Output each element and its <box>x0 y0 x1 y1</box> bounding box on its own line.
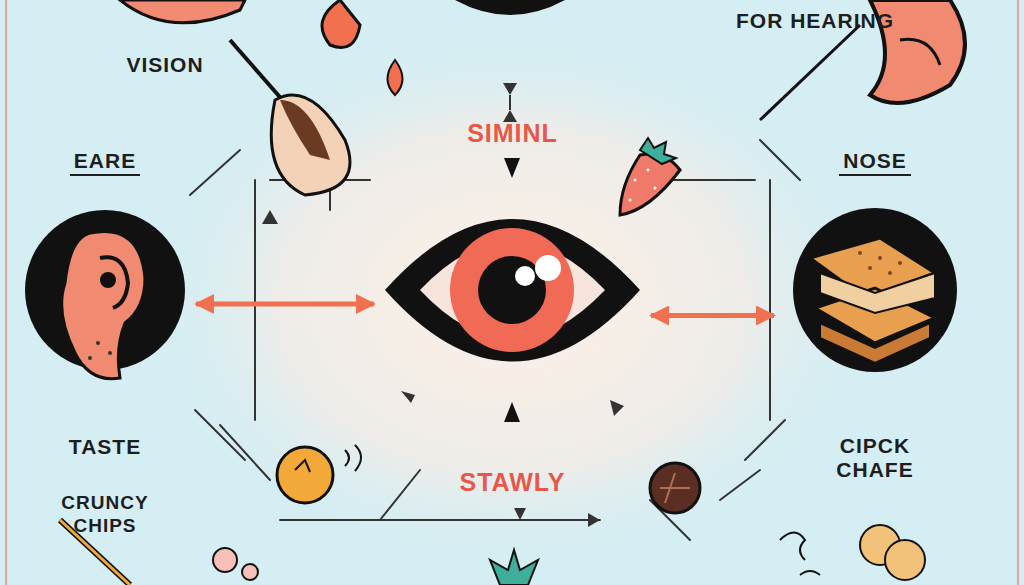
double-arrow <box>196 302 374 307</box>
node-caption: STAWLY <box>455 467 569 498</box>
node-heading: EARE <box>70 148 140 176</box>
node-shape <box>20 148 190 460</box>
label: CRUNCY CHIPS <box>30 492 180 538</box>
node-caption: TASTE <box>65 434 145 460</box>
node-shape <box>380 118 645 498</box>
label: VISION <box>95 52 235 77</box>
node-heading: NOSE <box>839 148 911 176</box>
nose-node: NOSE CIPCK CHAFE <box>780 148 970 483</box>
label: FOR HEARING <box>730 8 900 33</box>
node-heading: SIMINL <box>463 118 562 149</box>
node-shape <box>780 148 970 483</box>
node-caption: CIPCK CHAFE <box>816 433 934 483</box>
double-arrow <box>651 313 774 318</box>
ear-node: EARE TASTE <box>20 148 190 460</box>
eye-node: SIMINL STAWLY <box>380 118 645 498</box>
